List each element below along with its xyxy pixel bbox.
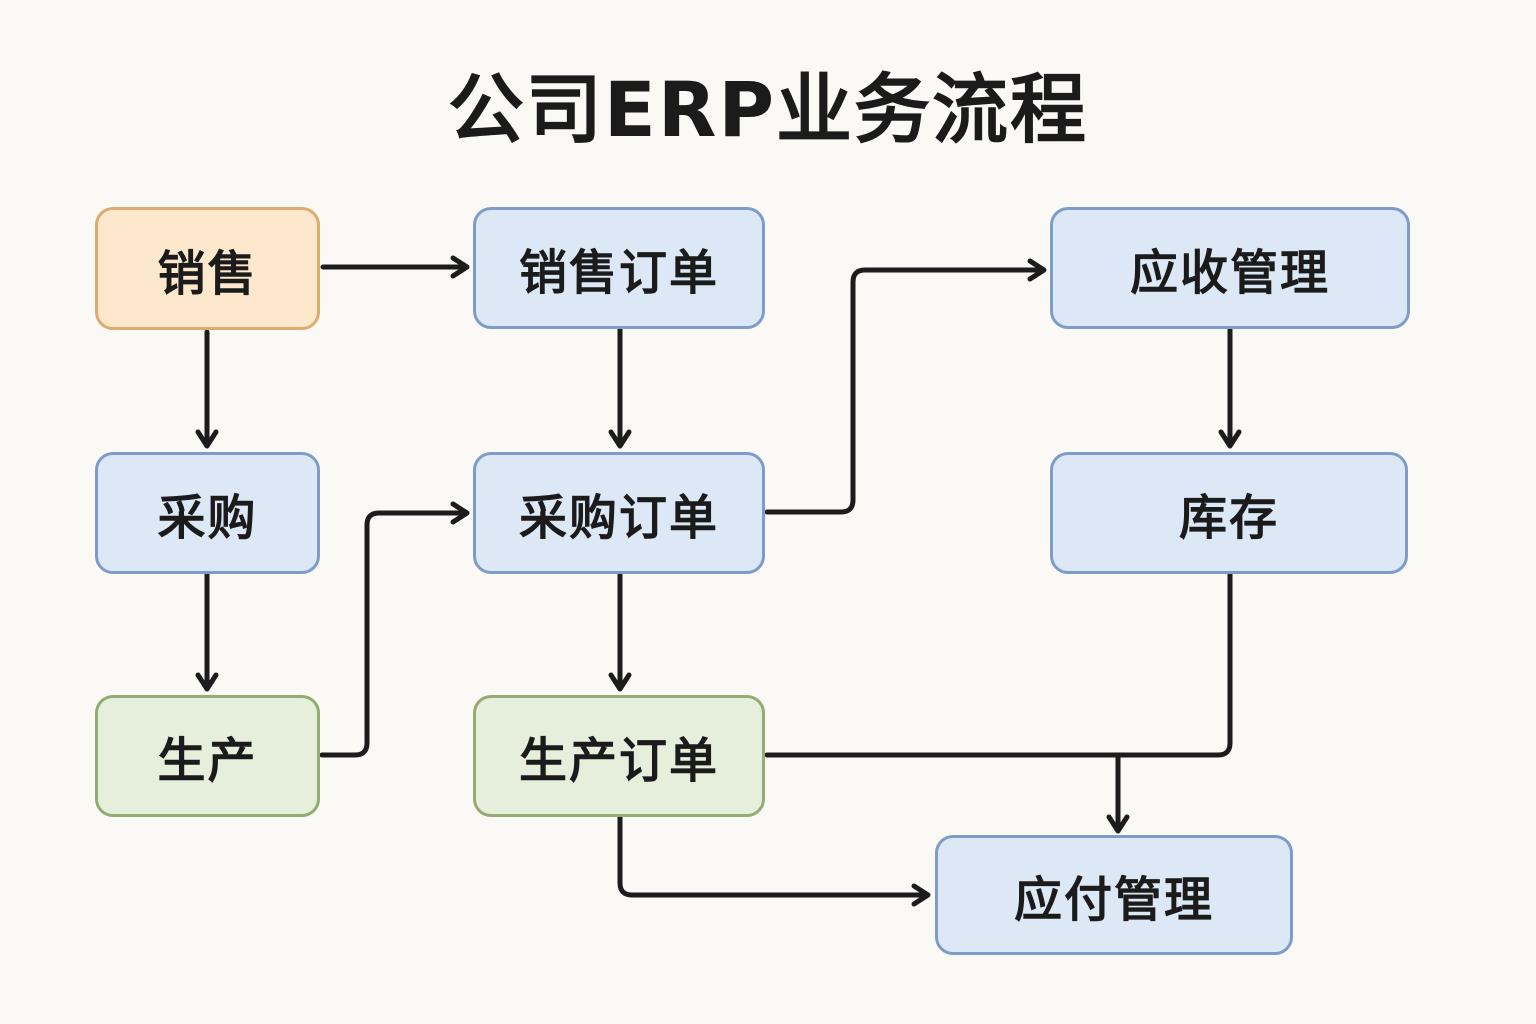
node-purchasing: 采购 bbox=[95, 452, 320, 574]
edge-production-to-purchase-order bbox=[319, 501, 470, 758]
node-sales-label: 销售 bbox=[157, 245, 258, 302]
node-sales: 销售 bbox=[95, 207, 320, 330]
node-sales-order-label: 销售订单 bbox=[518, 245, 719, 301]
node-purchase-order: 采购订单 bbox=[473, 452, 765, 574]
node-receivables-label: 应收管理 bbox=[1129, 245, 1330, 301]
node-payables-label: 应付管理 bbox=[1013, 872, 1214, 928]
node-inventory: 库存 bbox=[1050, 452, 1408, 574]
node-receivables: 应收管理 bbox=[1050, 207, 1410, 329]
edge-inventory-merge-line bbox=[764, 571, 1233, 758]
node-sales-order: 销售订单 bbox=[473, 207, 765, 329]
node-production-order: 生产订单 bbox=[473, 695, 765, 817]
diagram-title: 公司ERP业务流程 bbox=[447, 65, 1089, 154]
node-production: 生产 bbox=[95, 695, 320, 817]
node-purchasing-label: 采购 bbox=[157, 490, 258, 546]
edge-purchase-order-to-receivables bbox=[764, 258, 1047, 515]
node-production-label: 生产 bbox=[157, 733, 258, 789]
node-payables: 应付管理 bbox=[935, 835, 1293, 955]
node-purchase-order-label: 采购订单 bbox=[518, 490, 719, 546]
node-production-order-label: 生产订单 bbox=[518, 733, 719, 789]
node-inventory-label: 库存 bbox=[1178, 490, 1279, 546]
edge-production-order-to-payables bbox=[617, 814, 931, 907]
